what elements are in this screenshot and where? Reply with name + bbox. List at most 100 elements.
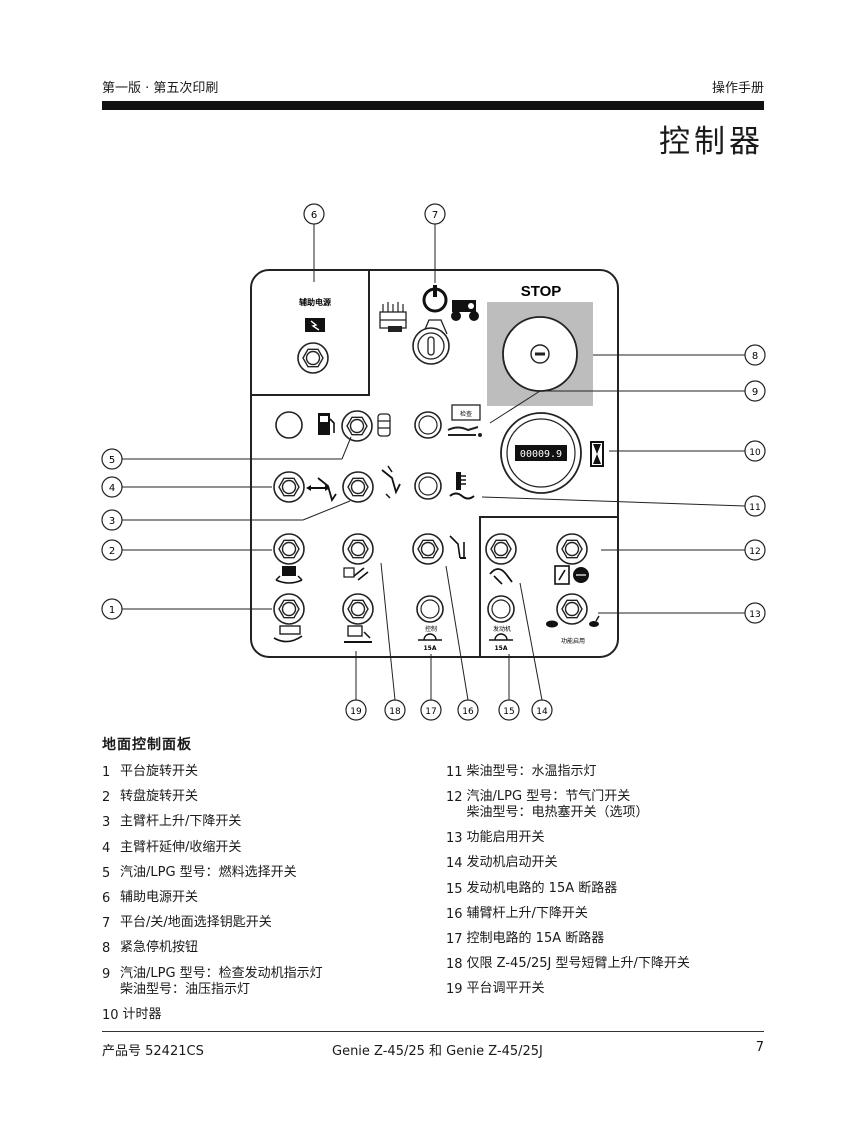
header-rule bbox=[102, 101, 764, 110]
legend-item-text: 计时器 bbox=[122, 1006, 162, 1022]
legend-item-text: 发动机启动开关 bbox=[466, 855, 558, 871]
breaker-engine-icon: 15A bbox=[489, 633, 513, 652]
callout-4: 4 bbox=[101, 476, 123, 498]
svg-text:10: 10 bbox=[749, 448, 761, 458]
svg-text:19: 19 bbox=[350, 707, 362, 717]
legend-item-number: 18 bbox=[446, 957, 463, 973]
ground-control-panel-diagram: 辅助电源 STOP bbox=[101, 203, 766, 721]
platform-rotate-icon bbox=[273, 625, 303, 643]
battery-icon bbox=[305, 318, 325, 332]
svg-text:15: 15 bbox=[503, 707, 514, 717]
function-enable-label: 功能启用 bbox=[561, 637, 585, 645]
throttle-switch[interactable] bbox=[556, 533, 588, 565]
water-temp-lamp bbox=[414, 472, 442, 500]
legend-item-number: 2 bbox=[102, 790, 111, 806]
aux-power-section-border bbox=[251, 270, 370, 396]
callout-1: 1 bbox=[101, 598, 123, 620]
page-title: 控制器 bbox=[659, 124, 764, 160]
svg-text:17: 17 bbox=[425, 707, 436, 717]
boom-extend-switch[interactable] bbox=[273, 471, 305, 503]
callout-15: 15 bbox=[498, 699, 520, 721]
svg-text:13: 13 bbox=[749, 610, 760, 620]
legend-item-number: 9 bbox=[102, 966, 111, 982]
platform-level-switch[interactable] bbox=[342, 593, 374, 625]
header-manual-type: 操作手册 bbox=[711, 81, 764, 96]
engine-circuit-breaker[interactable] bbox=[487, 595, 515, 623]
legend-item-text: 辅助电源开关 bbox=[120, 890, 199, 906]
check-engine-lamp bbox=[414, 411, 442, 439]
legend-item-number: 10 bbox=[102, 1007, 119, 1023]
platform-icon bbox=[379, 302, 407, 332]
svg-text:3: 3 bbox=[109, 516, 115, 527]
engine-start-switch[interactable] bbox=[485, 533, 517, 565]
function-enable-switch[interactable] bbox=[556, 593, 588, 625]
callout-7: 7 bbox=[424, 203, 446, 225]
right-switch-section-border bbox=[479, 516, 618, 657]
legend-item-number: 1 bbox=[102, 765, 111, 780]
callout-2: 2 bbox=[101, 539, 123, 561]
callout-19: 19 bbox=[345, 699, 367, 721]
legend-item-number: 13 bbox=[446, 831, 463, 847]
control-breaker-label: 控制 bbox=[425, 625, 437, 633]
legend-item-text: 平台调平开关 bbox=[466, 981, 545, 997]
gas-pump-icon bbox=[318, 413, 335, 435]
callout-13: 13 bbox=[744, 602, 766, 624]
callout-leaders bbox=[122, 224, 746, 701]
rabbit-icon bbox=[589, 615, 600, 627]
fuel-select-switch[interactable] bbox=[341, 410, 373, 442]
legend-item-number: 17 bbox=[446, 932, 463, 948]
hour-meter-value: 00009.9 bbox=[520, 449, 562, 460]
ground-machine-icon bbox=[451, 300, 479, 321]
control-breaker-rating: 15A bbox=[424, 645, 437, 652]
callout-18: 18 bbox=[384, 699, 406, 721]
water-temp-icon bbox=[449, 472, 475, 500]
platform-rotate-switch[interactable] bbox=[273, 593, 305, 625]
secondary-boom-switch[interactable] bbox=[412, 533, 444, 565]
callout-6: 6 bbox=[303, 203, 325, 225]
svg-text:1: 1 bbox=[109, 605, 115, 616]
legend-item-number: 6 bbox=[102, 891, 111, 907]
hour-meter: 00009.9 bbox=[500, 412, 582, 494]
legend-item-number: 19 bbox=[446, 982, 463, 998]
callout-16: 16 bbox=[457, 699, 479, 721]
callout-8: 8 bbox=[744, 344, 766, 366]
legend-item-text: 紧急停机按钮 bbox=[120, 940, 199, 956]
callout-5: 5 bbox=[101, 448, 123, 470]
throttle-icon bbox=[554, 565, 589, 585]
boom-lift-switch[interactable] bbox=[342, 471, 374, 503]
svg-text:8: 8 bbox=[752, 351, 758, 362]
aux-power-switch[interactable] bbox=[297, 342, 329, 374]
control-circuit-breaker[interactable] bbox=[416, 595, 444, 623]
turntable-rotate-switch[interactable] bbox=[273, 533, 305, 565]
check-engine-text: 检查 bbox=[460, 410, 472, 418]
legend-item-text: 柴油型号：水温指示灯 bbox=[466, 764, 597, 779]
svg-text:6: 6 bbox=[311, 210, 317, 221]
jib-boom-switch[interactable] bbox=[342, 533, 374, 565]
legend-item-text: 汽油/LPG 型号：节气门开关 柴油型号：电热塞开关（选项） bbox=[466, 789, 649, 821]
legend-item-text: 发动机电路的 15A 断路器 bbox=[466, 880, 618, 896]
boom-extend-icon bbox=[306, 477, 337, 503]
callout-11: 11 bbox=[744, 495, 766, 517]
svg-text:9: 9 bbox=[752, 387, 758, 398]
footer-rule bbox=[102, 1031, 764, 1032]
emergency-stop-button[interactable] bbox=[502, 316, 578, 392]
svg-text:7: 7 bbox=[432, 210, 438, 221]
turtle-icon bbox=[546, 620, 558, 628]
footer-page-number: 7 bbox=[755, 1040, 764, 1055]
key-switch[interactable] bbox=[412, 327, 450, 365]
jib-boom-icon bbox=[343, 567, 369, 581]
legend-item-number: 11 bbox=[446, 765, 463, 780]
